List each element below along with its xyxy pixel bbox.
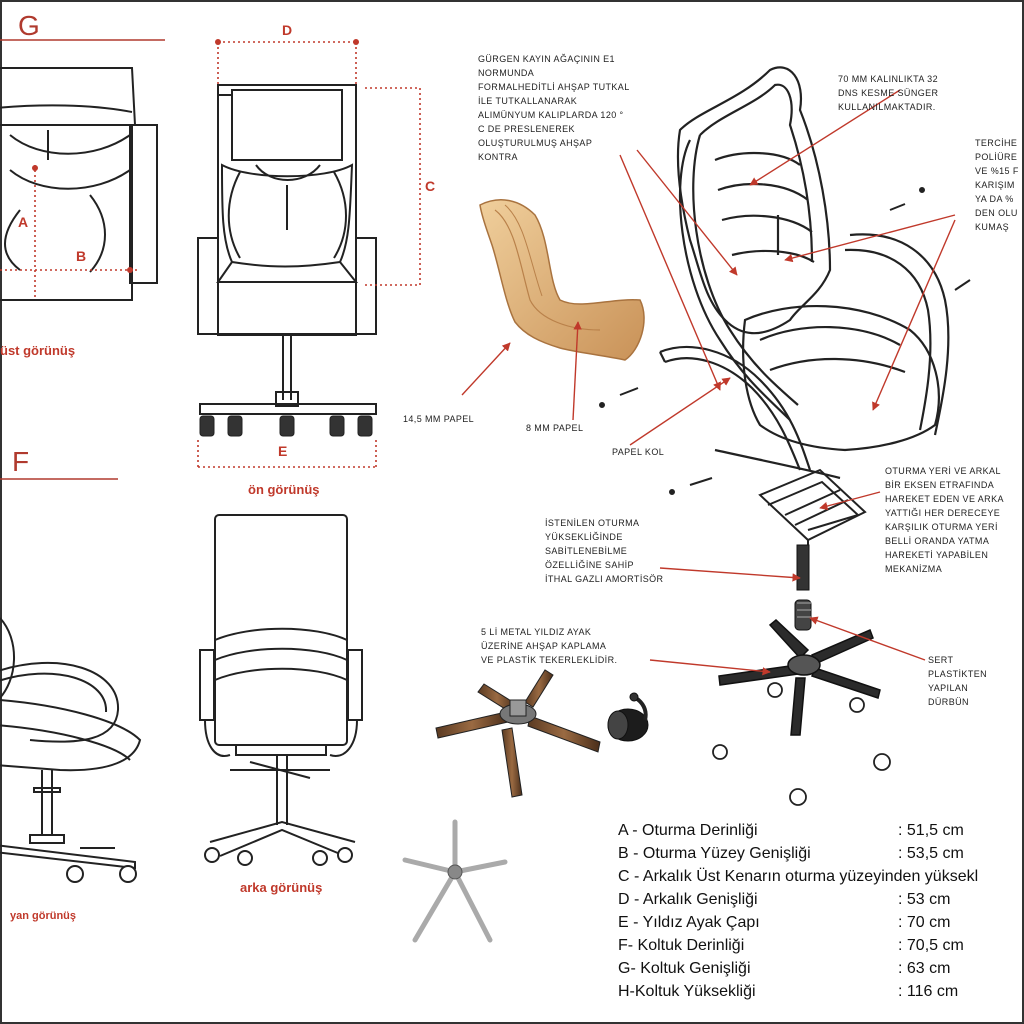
spec-label: G- Koltuk Genişliği xyxy=(618,960,751,977)
annotation-wood-plywood: GÜRGEN KAYIN AĞAÇININ E1 NORMUNDA FORMAL… xyxy=(478,54,630,162)
spec-row: F- Koltuk Derinliği : 70,5 cm xyxy=(618,937,1024,960)
dimension-label-d: D xyxy=(282,22,293,38)
spec-value: : 53 cm xyxy=(898,891,951,908)
gas-lift-drawing xyxy=(794,544,812,631)
spec-value: : 116 cm xyxy=(898,983,959,1000)
back-view-casters xyxy=(204,847,353,866)
spec-row: E - Yıldız Ayak Çapı : 70 cm xyxy=(618,914,1024,937)
dimension-label-c: C xyxy=(425,178,436,194)
spec-label: A - Oturma Derinliği xyxy=(618,822,758,839)
annotation-gas-lift: İSTENİLEN OTURMA YÜKSEKLİĞİNDE SABİTLENE… xyxy=(545,518,664,584)
annotation-bushing: SERT PLASTİKTEN YAPILAN DÜRBÜN xyxy=(928,655,988,707)
plywood-shell-drawing xyxy=(479,199,645,361)
front-view-caption: ön görünüş xyxy=(248,482,320,497)
view-label-f: F xyxy=(12,446,30,477)
front-view-drawing xyxy=(197,84,377,415)
side-view-drawing xyxy=(0,478,142,870)
spec-row: C - Arkalık Üst Kenarın oturma yüzeyinde… xyxy=(618,868,1024,891)
annotation-mechanism: OTURMA YERİ VE ARKAL BİR EKSEN ETRAFINDA… xyxy=(885,466,1004,574)
spec-value: : 70,5 cm xyxy=(898,937,964,954)
dimension-label-a: A xyxy=(18,214,29,230)
side-view-caption: yan görünüş xyxy=(10,910,77,922)
back-view-caption: arka görünüş xyxy=(240,880,323,895)
spec-label: C - Arkalık Üst Kenarın oturma yüzeyinde… xyxy=(618,868,979,885)
mechanism-drawing xyxy=(758,468,867,548)
caster-wheel xyxy=(607,692,649,742)
side-view-casters xyxy=(66,865,137,883)
annotation-fabric: TERCİHE POLİÜRE VE %15 F KARIŞIM YA DA %… xyxy=(975,138,1019,232)
spec-label: H-Koltuk Yüksekliği xyxy=(618,983,756,1000)
spec-row: B - Oturma Yüzey Genişliği : 53,5 cm xyxy=(618,845,1024,868)
spec-row: G- Koltuk Genişliği : 63 cm xyxy=(618,960,1024,983)
front-view-dimensions xyxy=(197,41,421,470)
front-view-casters xyxy=(199,415,373,437)
screws xyxy=(599,187,971,495)
exploded-chair-drawing xyxy=(659,66,950,480)
spec-label: E - Yıldız Ayak Çapı xyxy=(618,914,760,931)
metal-star-base xyxy=(402,819,508,943)
spec-value: : 53,5 cm xyxy=(898,845,964,862)
spec-row: H-Koltuk Yüksekliği : 116 cm xyxy=(618,983,1024,1006)
back-view-drawing xyxy=(199,514,363,857)
annotation-papel-8: 8 MM PAPEL xyxy=(526,423,584,433)
top-view-drawing xyxy=(0,39,165,301)
spec-row: D - Arkalık Genişliği : 53 cm xyxy=(618,891,1024,914)
star-base-casters xyxy=(712,682,891,806)
annotation-star-base: 5 Lİ METAL YILDIZ AYAK ÜZERİNE AHŞAP KAP… xyxy=(481,627,618,665)
annotation-foam: 70 MM KALINLIKTA 32 DNS KESME SÜNGER KUL… xyxy=(838,74,939,112)
dimension-label-b: B xyxy=(76,248,87,264)
dimension-label-e: E xyxy=(278,443,288,459)
spec-label: B - Oturma Yüzey Genişliği xyxy=(618,845,811,862)
annotation-papel-14: 14,5 MM PAPEL xyxy=(403,414,475,424)
star-base-drawing xyxy=(718,618,881,736)
spec-value: : 51,5 cm xyxy=(898,822,964,839)
spec-label: F- Koltuk Derinliği xyxy=(618,937,745,954)
wooden-star-base xyxy=(435,669,601,798)
spec-value: : 70 cm xyxy=(898,914,951,931)
spec-value: : 63 cm xyxy=(898,960,951,977)
spec-row: A - Oturma Derinliği : 51,5 cm xyxy=(618,822,1024,845)
top-view-dimensions xyxy=(0,165,140,300)
annotation-papel-kol: PAPEL KOL xyxy=(612,447,665,457)
top-view-caption: üst görünüş xyxy=(0,343,76,358)
view-label-g: G xyxy=(18,10,40,41)
dimension-spec-list: A - Oturma Derinliği : 51,5 cm B - Oturm… xyxy=(618,822,1024,1012)
spec-label: D - Arkalık Genişliği xyxy=(618,891,758,908)
callout-arrows xyxy=(461,89,956,676)
